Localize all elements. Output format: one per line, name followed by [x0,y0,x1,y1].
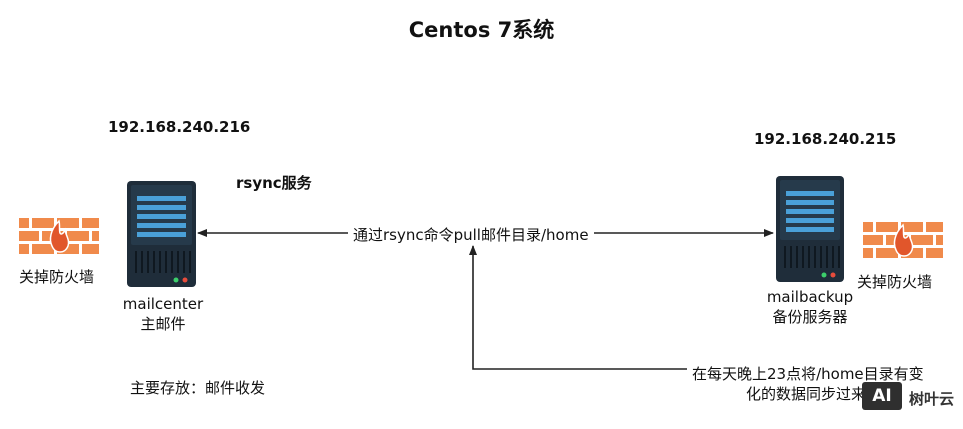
schedule-arrow [469,245,687,370]
mailcenter-name: mailcenter [122,295,204,313]
schedule-note: 在每天晚上23点将/home目录有变 化的数据同步过来 [692,364,942,404]
mailbackup-role: 备份服务器 [772,308,848,326]
rsync-service-label: rsync服务 [236,174,312,192]
watermark-logo: AI [862,382,902,410]
right-firewall-label: 关掉防火墙 [857,273,933,291]
left-firewall-icon [19,218,99,254]
watermark-text: 树叶云 [909,390,955,408]
right-firewall-icon [863,222,943,258]
schedule-note-line-2: 化的数据同步过来 [746,385,867,403]
mailcenter-role: 主邮件 [140,315,186,333]
mailbackup-server-icon [776,176,844,282]
storage-note: 主要存放：邮件收发 [130,379,266,397]
right-server-ip: 192.168.240.215 [754,130,897,148]
mailbackup-name: mailbackup [766,288,854,306]
left-firewall-label: 关掉防火墙 [19,268,95,286]
diagram-title: Centos 7系统 [408,18,555,42]
schedule-note-line-1: 在每天晚上23点将/home目录有变 [692,365,924,383]
mailbackup-caption: mailbackup 备份服务器 [752,288,868,327]
mailcenter-caption: mailcenter 主邮件 [105,295,221,334]
left-server-ip: 192.168.240.216 [108,118,251,136]
mailcenter-server-icon [127,181,196,287]
arrow-label: 通过rsync命令pull邮件目录/home [351,224,591,245]
